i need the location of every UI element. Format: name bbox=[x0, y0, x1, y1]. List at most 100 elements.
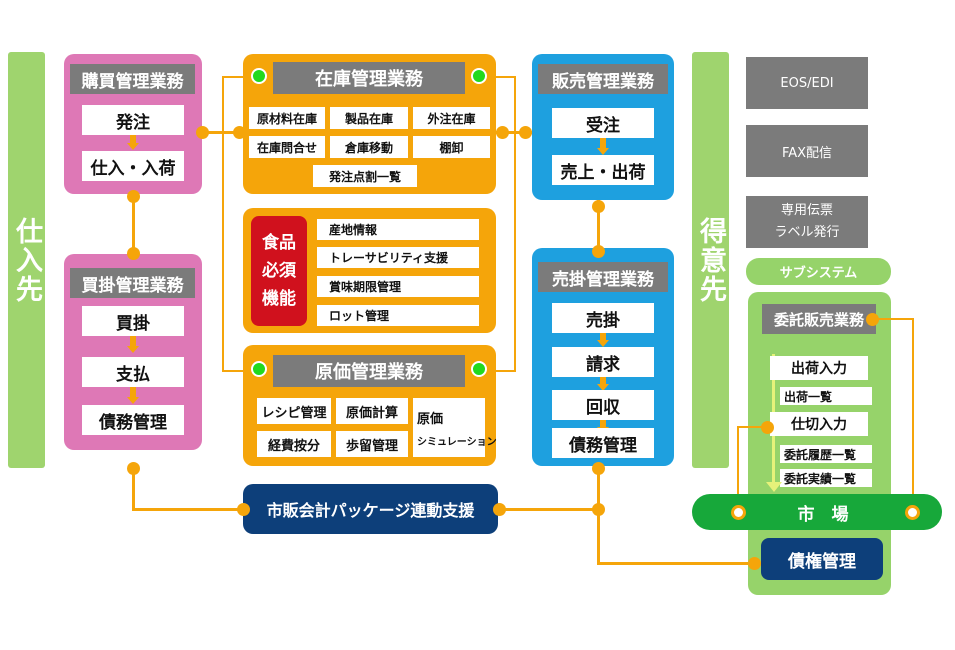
customer-bar: 得意先 bbox=[692, 52, 729, 468]
food-label-line: 機能 bbox=[262, 289, 296, 309]
connector-dot bbox=[592, 503, 605, 516]
food-item-lot[interactable]: ロット管理 bbox=[317, 305, 479, 326]
connector-dot bbox=[519, 126, 532, 139]
connector-dot bbox=[748, 557, 761, 570]
purchase-item-receiving[interactable]: 仕入・入荷 bbox=[82, 151, 184, 181]
receivable-item-accounts[interactable]: 売掛 bbox=[552, 303, 654, 333]
sales-management-panel: 販売管理業務 受注 売上・出荷 bbox=[532, 54, 674, 200]
consign-item-results[interactable]: 委託実績一覧 bbox=[780, 469, 872, 487]
flow-arrow bbox=[130, 135, 136, 143]
sales-item-order[interactable]: 受注 bbox=[552, 108, 654, 138]
connector-line bbox=[486, 76, 516, 78]
connector-line bbox=[222, 370, 252, 372]
purchase-management-panel: 購買管理業務 発注 仕入・入荷 bbox=[64, 54, 202, 194]
inventory-item-outsource[interactable]: 外注在庫 bbox=[413, 107, 490, 129]
consign-item-history[interactable]: 委託履歴一覧 bbox=[780, 445, 872, 463]
fax-delivery-box[interactable]: FAX配信 bbox=[746, 125, 868, 177]
accounting-package-button[interactable]: 市販会計パッケージ連動支援 bbox=[243, 484, 498, 534]
food-item-expiry[interactable]: 賞味期限管理 bbox=[317, 276, 479, 297]
connector-line bbox=[912, 318, 914, 510]
connector-line bbox=[498, 508, 598, 511]
connector-line bbox=[132, 508, 247, 511]
cost-item-calc[interactable]: 原価計算 bbox=[336, 398, 408, 424]
flow-arrow bbox=[127, 346, 139, 353]
connector-dot bbox=[196, 126, 209, 139]
market-label: 市 場 bbox=[797, 504, 849, 525]
connector-dot bbox=[237, 503, 250, 516]
flow-arrow bbox=[597, 148, 609, 155]
inventory-item-reorder[interactable]: 発注点割一覧 bbox=[313, 165, 417, 187]
flow-arrow bbox=[130, 336, 136, 346]
slip-label-box[interactable]: 専用伝票 ラベル発行 bbox=[746, 196, 868, 248]
payable-management-title: 買掛管理業務 bbox=[70, 268, 195, 298]
consign-item-ship-entry[interactable]: 出荷入力 bbox=[770, 356, 868, 380]
connector-line bbox=[597, 562, 755, 565]
consign-item-settle-entry[interactable]: 仕切入力 bbox=[770, 412, 868, 436]
purchase-management-title: 購買管理業務 bbox=[70, 64, 195, 94]
cost-sim-line: 原価 bbox=[417, 411, 444, 427]
food-item-traceability[interactable]: トレーサビリティ支援 bbox=[317, 247, 479, 268]
connector-dot bbox=[127, 247, 140, 260]
food-label-line: 食品 bbox=[262, 233, 296, 253]
connector-dot bbox=[592, 200, 605, 213]
cost-item-yield[interactable]: 歩留管理 bbox=[336, 431, 408, 457]
food-function-panel: 食品 必須 機能 産地情報 トレーサビリティ支援 賞味期限管理 ロット管理 bbox=[243, 208, 496, 333]
connector-line bbox=[737, 426, 767, 428]
green-node bbox=[251, 68, 267, 84]
connector-line bbox=[737, 426, 739, 512]
eos-edi-box[interactable]: EOS/EDI bbox=[746, 57, 868, 109]
receivable-management-panel: 売掛管理業務 売掛 請求 回収 債務管理 bbox=[532, 248, 674, 466]
flow-arrow bbox=[600, 333, 606, 340]
inventory-item-inquiry[interactable]: 在庫問合せ bbox=[249, 136, 325, 158]
market-node bbox=[731, 505, 746, 520]
payable-item-accounts[interactable]: 買掛 bbox=[82, 306, 184, 336]
connector-line bbox=[132, 190, 135, 260]
consignment-panel: 委託販売業務 出荷入力 出荷一覧 仕切入力 委託履歴一覧 委託実績一覧 bbox=[748, 292, 891, 595]
inventory-management-title: 在庫管理業務 bbox=[273, 62, 465, 94]
consign-item-ship-list[interactable]: 出荷一覧 bbox=[780, 387, 872, 405]
connector-dot bbox=[493, 503, 506, 516]
payable-item-debt[interactable]: 債務管理 bbox=[82, 405, 184, 435]
food-required-label: 食品 必須 機能 bbox=[251, 216, 307, 326]
connector-dot bbox=[592, 245, 605, 258]
inventory-item-transfer[interactable]: 倉庫移動 bbox=[330, 136, 408, 158]
cost-item-simulation[interactable]: 原価 シミュレーション bbox=[413, 398, 497, 457]
subsystem-label: サブシステム bbox=[746, 258, 891, 285]
consign-flow-arrow bbox=[766, 482, 782, 492]
inventory-item-raw[interactable]: 原材料在庫 bbox=[249, 107, 325, 129]
flow-arrow bbox=[127, 143, 139, 150]
cost-item-recipe[interactable]: レシピ管理 bbox=[257, 398, 331, 424]
connector-line bbox=[222, 76, 252, 78]
supplier-bar: 仕入先 bbox=[8, 52, 45, 468]
connector-dot bbox=[127, 190, 140, 203]
sales-management-title: 販売管理業務 bbox=[538, 64, 668, 94]
receivable-item-debt[interactable]: 債務管理 bbox=[552, 428, 654, 458]
payable-item-payment[interactable]: 支払 bbox=[82, 357, 184, 387]
connector-line bbox=[486, 370, 516, 372]
receivable-item-collection[interactable]: 回収 bbox=[552, 390, 654, 420]
green-node bbox=[471, 68, 487, 84]
market-node bbox=[905, 505, 920, 520]
sales-item-shipping[interactable]: 売上・出荷 bbox=[552, 155, 654, 185]
connector-line bbox=[872, 318, 914, 320]
receivable-item-billing[interactable]: 請求 bbox=[552, 347, 654, 377]
credit-management-button[interactable]: 債権管理 bbox=[761, 538, 883, 580]
connector-dot bbox=[592, 462, 605, 475]
connector-dot bbox=[496, 126, 509, 139]
cost-sim-line: シミュレーション bbox=[417, 436, 497, 448]
food-item-origin[interactable]: 産地情報 bbox=[317, 219, 479, 240]
flow-arrow bbox=[127, 397, 139, 404]
green-node bbox=[251, 361, 267, 377]
inventory-item-stocktake[interactable]: 棚卸 bbox=[413, 136, 490, 158]
green-node bbox=[471, 361, 487, 377]
inventory-item-product[interactable]: 製品在庫 bbox=[330, 107, 408, 129]
cost-management-panel: 原価管理業務 レシピ管理 原価計算 経費按分 歩留管理 原価 シミュレーション bbox=[243, 345, 497, 466]
flow-arrow bbox=[597, 384, 609, 391]
connector-line bbox=[514, 76, 516, 371]
flow-arrow bbox=[130, 387, 136, 397]
purchase-item-order[interactable]: 発注 bbox=[82, 105, 184, 135]
inventory-management-panel: 在庫管理業務 原材料在庫 製品在庫 外注在庫 在庫問合せ 倉庫移動 棚卸 発注点… bbox=[243, 54, 496, 194]
consignment-title: 委託販売業務 bbox=[762, 304, 876, 334]
cost-item-allocation[interactable]: 経費按分 bbox=[257, 431, 331, 457]
connector-dot bbox=[761, 421, 774, 434]
